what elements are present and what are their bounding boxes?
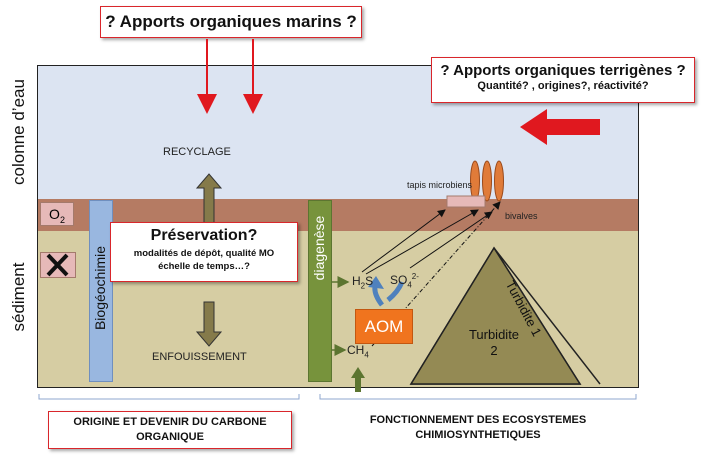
marine-inputs-box: ? Apports organiques marins ? [100,6,362,38]
bracket-right [319,394,637,400]
burial-label: ENFOUISSEMENT [152,351,247,363]
o2-box: O2 [40,202,74,226]
cross-icon [46,253,69,277]
ch4-label: CH4 [347,343,369,360]
preservation-line-2: échelle de temps…? [158,261,250,272]
terrigenous-arrow [520,109,600,145]
anoxic-box [40,252,76,278]
terrigenous-inputs-title: ? Apports organiques terrigènes ? [440,62,686,79]
h2s-label: H2S [352,274,374,291]
preservation-line-1: modalités de dépôt, qualité MO [133,248,275,259]
bivalve-3 [494,160,504,202]
organic-carbon-label: ORIGINE ET DEVENIR DU CARBONE ORGANIQUE [73,416,267,443]
diagenesis-bar [308,200,332,382]
turbidite-2 [409,246,582,385]
terrigenous-inputs-box: ? Apports organiques terrigènes ? Quanti… [431,57,695,103]
so4-to-bivalves-arrow [409,211,493,269]
marine-inputs-label: ? Apports organiques marins ? [105,12,357,31]
preservation-title: Préservation? [150,227,258,244]
h2s-to-mat-arrow [361,209,446,273]
organic-carbon-box: ORIGINE ET DEVENIR DU CARBONE ORGANIQUE [48,411,292,449]
bivalve-2 [482,160,492,202]
aom-label: AOM [364,317,404,336]
turbidite-2-label: Turbidite 2 [468,327,520,358]
burial-arrow [195,301,223,347]
microbial-mat-label: tapis microbiens [407,180,473,190]
bracket-left [38,394,300,400]
bivalves-label: bivalves [505,211,538,221]
turbidite-1-edge [493,247,601,385]
so4-label: SO42- [390,272,419,290]
aom-cycle-arrow-right [386,281,405,302]
ch4-dashed-arrow [371,201,501,347]
chemosynthetic-label: FONCTIONNEMENT DES ECOSYSTEMES CHIMIOSYN… [369,414,587,441]
biogeochemistry-bar [89,200,113,382]
microbial-mat [446,195,486,208]
upward-flux-arrow [351,367,365,392]
recycling-label: RECYCLAGE [163,146,231,158]
terrigenous-inputs-sub: Quantité? , origines?, réactivité? [477,80,649,92]
recycling-arrow [195,173,223,226]
h2s-to-bivalves-arrow [365,209,479,275]
aom-box: AOM [355,309,413,344]
preservation-box: Préservation? modalités de dépôt, qualit… [110,222,298,282]
aom-cycle-arrowhead [368,276,384,289]
